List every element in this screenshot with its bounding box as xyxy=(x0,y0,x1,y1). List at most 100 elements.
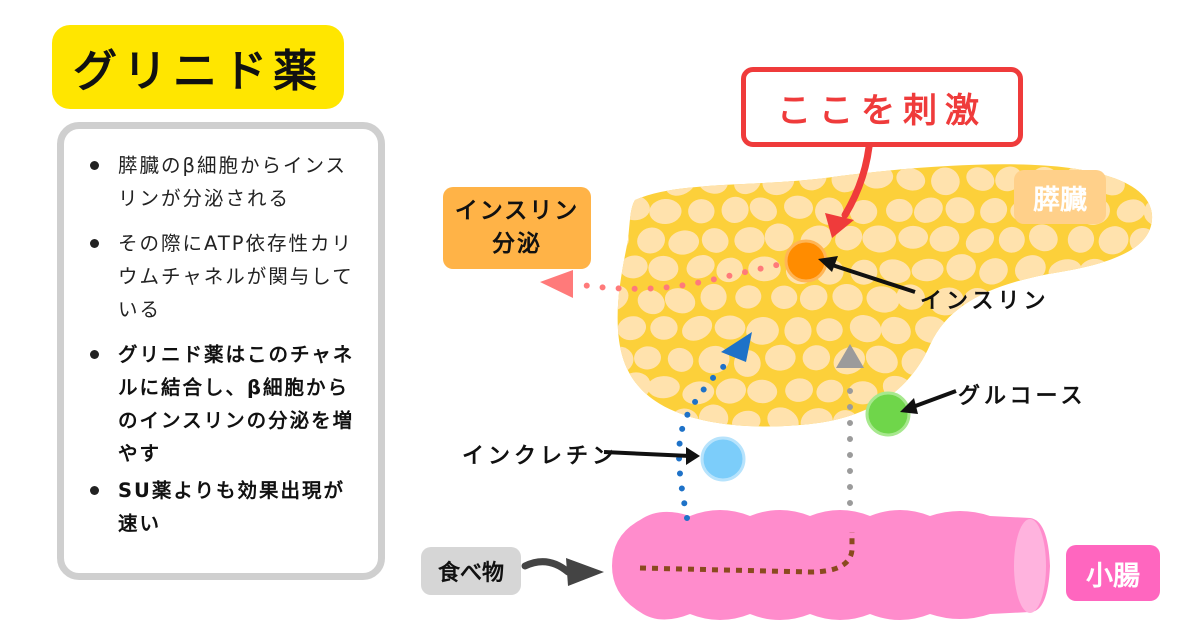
glucose-path xyxy=(836,344,864,506)
pancreas-cell xyxy=(648,255,679,282)
pancreas-cell xyxy=(1067,225,1095,253)
pancreas-cell xyxy=(748,256,781,282)
pancreas-cell xyxy=(767,407,799,427)
pancreas-cell xyxy=(617,285,629,311)
pancreas-cell xyxy=(1098,287,1127,315)
pancreas-cell xyxy=(1081,164,1114,167)
pancreas-cell xyxy=(832,284,863,311)
pancreas-cell xyxy=(816,318,843,342)
pancreas-cell xyxy=(998,226,1025,253)
pancreas-cell xyxy=(732,410,761,427)
pancreas-cell xyxy=(1145,257,1153,281)
pancreas-cell xyxy=(929,406,957,427)
pancreas-cell xyxy=(682,315,713,341)
insulin-molecule-icon xyxy=(784,239,828,283)
food-arrow-head-icon xyxy=(566,558,604,586)
pancreas-cell xyxy=(637,227,666,254)
pancreas-cell xyxy=(617,316,647,341)
pancreas-cell xyxy=(886,198,913,222)
pancreas-cell xyxy=(784,317,812,345)
pancreas-cell xyxy=(746,316,779,345)
title-badge: グリニド薬 xyxy=(52,25,344,109)
small-intestine xyxy=(612,510,1050,620)
info-point-4: SU薬よりも効果出現が速い xyxy=(90,474,364,540)
pancreas-cell xyxy=(985,314,1012,342)
insulin-secretion-tag: インスリン 分泌 xyxy=(443,187,591,269)
pancreas-cell xyxy=(1061,348,1091,376)
pancreas-cell xyxy=(1098,226,1129,255)
pancreas-cell xyxy=(686,255,715,279)
pancreas-cell xyxy=(638,408,665,427)
pancreas-cell xyxy=(1092,404,1126,427)
pancreas-cell xyxy=(998,347,1030,375)
glucose-label: グルコース xyxy=(958,384,1087,409)
pancreas-cell xyxy=(615,133,650,161)
pancreas-cell xyxy=(701,228,729,253)
pancreas-cell xyxy=(911,258,944,282)
glucose-path-arrow-icon xyxy=(836,344,864,368)
pancreas-cell xyxy=(1046,131,1082,166)
pancreas-cell xyxy=(582,372,618,406)
small-intestine-label: 小腸 xyxy=(1086,560,1140,592)
insulin-label: インスリン xyxy=(920,289,1050,314)
pancreas-cell xyxy=(682,381,715,405)
pancreas-cell xyxy=(799,284,828,311)
pancreas-cell xyxy=(896,284,925,310)
food-tag: 食べ物 xyxy=(421,547,521,595)
food-arrow-icon xyxy=(521,558,572,576)
pancreas-cell xyxy=(862,225,897,253)
pancreas-cell xyxy=(1065,285,1095,312)
pancreas-cell xyxy=(946,254,976,281)
pancreas-cell xyxy=(700,283,727,311)
pancreas-cell xyxy=(880,316,911,345)
pancreas-cell xyxy=(735,285,762,309)
insulin-secretion-label-line2: 分泌 xyxy=(492,231,542,257)
pancreas-label: 膵臓 xyxy=(1033,184,1087,216)
info-point-3: グリニド薬はこのチャネルに結合し、β細胞からのインスリンの分泌を増やす xyxy=(90,338,364,470)
pancreas-cell xyxy=(667,347,694,372)
pancreas-cell xyxy=(637,289,665,315)
pancreas-cell xyxy=(649,199,682,225)
glucose-pointer-icon xyxy=(909,389,957,410)
pancreas-cell xyxy=(586,138,614,163)
pancreas-cell xyxy=(684,138,712,164)
pancreas-cell xyxy=(849,315,882,343)
pancreas-cell xyxy=(953,315,981,342)
info-list: 膵臓のβ細胞からインスリンが分泌される その際にATP依存性カリウムチャネルが関… xyxy=(64,129,378,540)
pancreas-cell xyxy=(714,315,746,340)
pancreas-cell xyxy=(1128,403,1153,427)
pancreas-cell xyxy=(716,257,743,283)
pancreas-cell xyxy=(721,196,749,223)
pancreas-cell xyxy=(913,197,943,223)
pancreas-cell xyxy=(1140,133,1179,169)
pancreas-cell xyxy=(879,259,911,284)
pancreas-cell xyxy=(617,167,628,194)
pancreas-cell xyxy=(1028,224,1058,252)
pancreas-cell xyxy=(1145,375,1153,399)
pancreas-cell xyxy=(945,197,975,224)
pancreas-cell xyxy=(668,230,700,255)
small-intestine-tag: 小腸 xyxy=(1066,545,1160,601)
pancreas-cell xyxy=(785,378,813,402)
pancreas-cell xyxy=(866,286,900,313)
pancreas-cell xyxy=(800,408,833,427)
pancreas-cell xyxy=(747,379,778,404)
pancreas-cell xyxy=(715,378,746,404)
food-label: 食べ物 xyxy=(437,561,504,586)
incretin-path-arrow-icon xyxy=(721,332,752,362)
pancreas-cell xyxy=(929,225,960,252)
pancreas-cell xyxy=(847,381,878,405)
pancreas-cell xyxy=(966,167,995,191)
pancreas-cell xyxy=(1031,408,1064,427)
pancreas-cell xyxy=(930,346,960,375)
info-point-2: その際にATP依存性カリウムチャネルが関与している xyxy=(90,227,364,326)
stimulate-label: ここを刺激 xyxy=(777,90,987,131)
pancreas-cell xyxy=(1145,318,1153,343)
pancreas-cell xyxy=(588,320,617,347)
pancreas-cell xyxy=(865,345,898,374)
pancreas-cell xyxy=(1129,348,1153,374)
pancreas-cell xyxy=(1110,131,1144,162)
glucose-pointer-head-icon xyxy=(900,398,918,414)
pancreas-cell xyxy=(688,199,715,224)
